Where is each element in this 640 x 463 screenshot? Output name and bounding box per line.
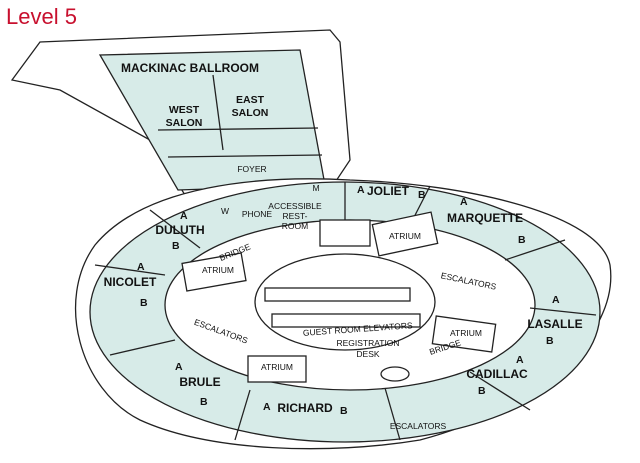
richard-section-a: A — [263, 401, 271, 413]
foyer-label: FOYER — [237, 164, 266, 174]
atrium-label-ne: ATRIUM — [389, 231, 421, 241]
utility-m-label: M — [312, 183, 319, 193]
restroom-label-2: REST- — [282, 211, 307, 221]
marquette-section-b: B — [518, 234, 526, 246]
room-dividers — [94, 182, 597, 441]
lasalle-section-a: A — [552, 294, 560, 306]
east-salon-label-2: SALON — [232, 107, 269, 119]
elevator-bank-upper — [264, 287, 411, 302]
richard-label: RICHARD — [277, 401, 333, 415]
atrium-label-s: ATRIUM — [261, 362, 293, 372]
brule-label: BRULE — [179, 375, 220, 389]
nicolet-section-a: A — [137, 261, 145, 273]
joliet-label: JOLIET — [367, 184, 410, 198]
atrium-label-e: ATRIUM — [450, 328, 482, 338]
marquette-label: MARQUETTE — [447, 211, 523, 225]
marquette-section-a: A — [460, 196, 468, 208]
ballroom-label: MACKINAC BALLROOM — [121, 61, 259, 75]
lasalle-section-b: B — [546, 335, 554, 347]
atrium-label-w: ATRIUM — [202, 265, 234, 275]
west-salon-label-2: SALON — [166, 117, 203, 129]
cadillac-label: CADILLAC — [466, 367, 528, 381]
richard-section-b: B — [340, 405, 348, 417]
cadillac-section-a: A — [516, 354, 524, 366]
nicolet-section-b: B — [140, 297, 148, 309]
nicolet-label: NICOLET — [104, 275, 157, 289]
lasalle-label: LASALLE — [527, 317, 582, 331]
restroom-label-1: ACCESSIBLE — [268, 201, 322, 211]
utility-w-label: W — [221, 206, 229, 216]
escalators-label-s: ESCALATORS — [390, 421, 447, 431]
joliet-section-a: A — [357, 184, 365, 196]
core-ring — [254, 253, 436, 351]
registration-feature — [380, 366, 410, 382]
floor-level-title: Level 5 — [6, 4, 77, 29]
registration-label-1: REGISTRATION — [336, 338, 399, 348]
brule-section-a: A — [175, 361, 183, 373]
elevator-bank-lower — [271, 313, 421, 328]
duluth-section-a: A — [180, 210, 188, 222]
duluth-label: DULUTH — [155, 223, 204, 237]
cadillac-section-b: B — [478, 385, 486, 397]
registration-label-2: DESK — [356, 349, 379, 359]
joliet-section-b: B — [418, 189, 426, 201]
brule-section-b: B — [200, 396, 208, 408]
restroom-label-3: ROOM — [282, 221, 308, 231]
phone-label: PHONE — [242, 209, 273, 219]
duluth-section-b: B — [172, 240, 180, 252]
east-salon-label-1: EAST — [236, 94, 265, 106]
west-salon-label-1: WEST — [169, 104, 200, 116]
